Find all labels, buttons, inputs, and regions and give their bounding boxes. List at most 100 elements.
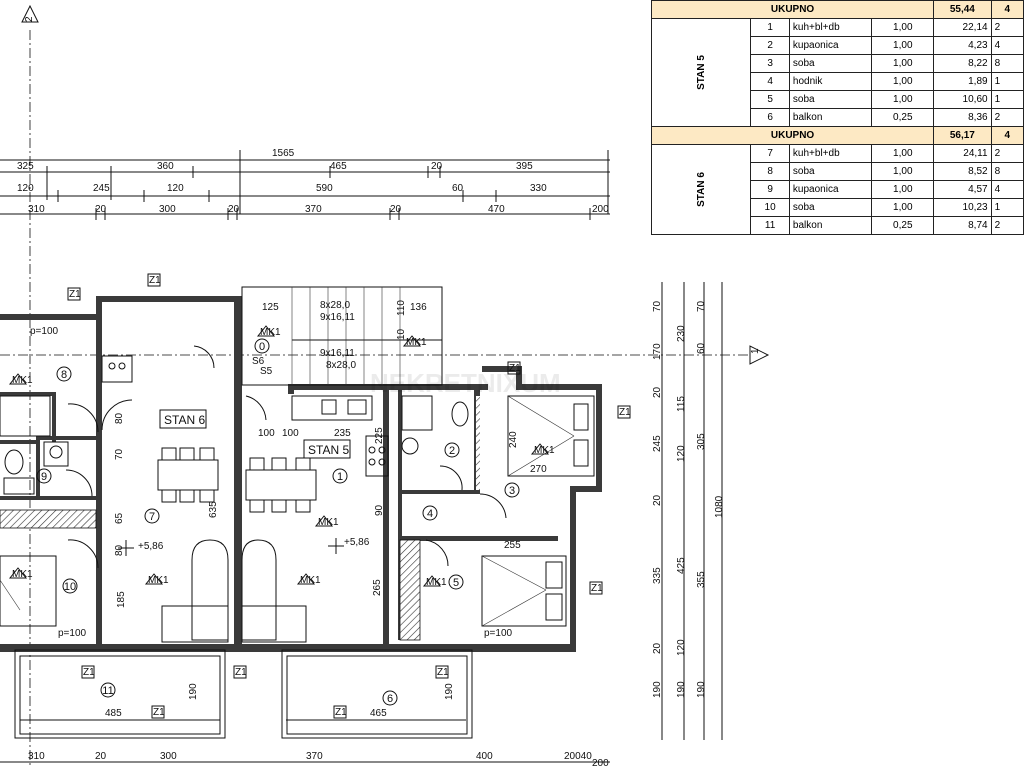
dim-485: 485 — [105, 708, 122, 719]
cell-no: 10 — [750, 198, 790, 217]
dim-465: 465 — [370, 708, 387, 719]
z1-tag-f: Z1 — [83, 667, 95, 678]
cell-area: 10,60 — [933, 90, 992, 109]
cell-extra: 2 — [990, 216, 1024, 235]
bottom-dimension-line: 310 20 300 370 400 20040 200 — [0, 751, 610, 768]
dim-r3-e: 370 — [305, 204, 322, 215]
svg-text:MK1: MK1 — [318, 517, 339, 528]
room-number-4: 4 — [427, 508, 433, 520]
stan6-total-extra: 4 — [990, 126, 1024, 145]
room-number-1: 1 — [337, 471, 343, 483]
dim-overall: 1565 — [272, 148, 295, 159]
table-row: 5 soba 1,00 10,60 1 — [652, 90, 1024, 109]
kitchen-stan6 — [101, 355, 133, 383]
stan6-unit-label: STAN 6 — [695, 172, 707, 207]
cell-extra: 2 — [990, 18, 1024, 37]
axis-2-label: 2 — [24, 16, 35, 22]
cell-extra: 4 — [990, 180, 1024, 199]
dim-ra-20a: 20 — [652, 386, 663, 398]
balcony-dims: 485 465 190 190 — [20, 683, 466, 721]
z1-tag-g: Z1 — [235, 667, 247, 678]
room-number-0: 0 — [259, 341, 265, 353]
dim-185: 185 — [116, 591, 127, 608]
cell-extra: 1 — [990, 90, 1024, 109]
stan5-total-row: UKUPNO 55,44 4 — [650, 0, 1024, 19]
room-numbers: 0 1 2 3 4 5 6 7 8 9 10 11 — [36, 338, 520, 706]
axis-1: 1 — [0, 345, 770, 365]
svg-text:MK1: MK1 — [148, 575, 169, 586]
cell-area: 8,36 — [933, 108, 992, 127]
stair-9x16-bot: 9x16,11 — [320, 348, 355, 359]
dim-235: 235 — [334, 428, 351, 439]
cell-coef: 0,25 — [871, 216, 935, 235]
table-row: 10 soba 1,00 10,23 1 — [652, 198, 1024, 217]
dim-ra-230: 230 — [676, 325, 687, 342]
mk1-b: MK1 — [402, 335, 427, 348]
cell-no: 7 — [750, 144, 790, 163]
mk1-g: MK1 — [8, 567, 33, 580]
level-stan6: +5,86 — [138, 541, 164, 552]
dim-bot-b: 20 — [95, 751, 107, 762]
sofa-stan5 — [241, 539, 307, 643]
z1-tag-c: Z1 — [509, 363, 521, 374]
dim-r3-c: 300 — [159, 204, 176, 215]
cell-coef: 1,00 — [871, 36, 935, 55]
dim-r3-b: 20 — [95, 204, 107, 215]
dim-270: 270 — [530, 464, 547, 475]
dim-rb-70: 70 — [696, 300, 707, 312]
svg-text:MK1: MK1 — [12, 375, 33, 386]
cell-no: 3 — [750, 54, 790, 73]
p100-c: p=100 — [484, 628, 513, 639]
table-row: 2 kupaonica 1,00 4,23 4 — [652, 36, 1024, 55]
cell-name: kuh+bl+db — [788, 144, 873, 163]
top-dimension-lines — [0, 150, 610, 220]
dim-bot-a: 310 — [28, 751, 45, 762]
cell-coef: 1,00 — [871, 54, 935, 73]
z1-tag-a: Z1 — [69, 289, 81, 300]
top-dimension-text: 1565 325 360 465 20 395 120 245 120 590 … — [17, 148, 609, 215]
cell-area: 4,57 — [933, 180, 992, 199]
stan6-label-box — [159, 409, 207, 429]
dining-stan5 — [245, 457, 317, 513]
right-dimension-lines: 70 230 170 20 245 20 335 20 190 70 60 11… — [652, 282, 725, 740]
p100-b: p=100 — [58, 628, 87, 639]
cell-extra: 1 — [990, 72, 1024, 91]
mk1-i: MK1 — [530, 443, 555, 456]
stair-136: 136 — [410, 302, 427, 313]
bathroom-stan5 — [401, 395, 469, 455]
wall-hatching — [0, 396, 480, 641]
table-row: 9 kupaonica 1,00 4,57 4 — [652, 180, 1024, 199]
z1-tag-h: Z1 — [437, 667, 449, 678]
dim-rb-425: 425 — [676, 557, 687, 574]
stan6-total-row: UKUPNO 56,17 4 — [650, 126, 1024, 145]
balcony-stan5 — [281, 649, 473, 739]
cell-no: 8 — [750, 162, 790, 181]
dim-bot-c: 300 — [160, 751, 177, 762]
bed-room5 — [481, 555, 567, 627]
room-number-9: 9 — [41, 471, 47, 483]
dim-rb-120: 120 — [676, 445, 687, 462]
dim-ra-245: 245 — [652, 435, 663, 452]
z1-tag-e: Z1 — [591, 583, 603, 594]
s5-label: S5 — [260, 366, 273, 377]
interior-dims: 270 240 255 235 225 100 100 635 265 185 … — [114, 412, 547, 608]
stair-10: 10 — [396, 328, 407, 340]
level-markers: +5,86 +5,86 — [118, 537, 370, 556]
dim-rb-120b: 120 — [676, 639, 687, 656]
bed-room10 — [0, 555, 57, 627]
svg-text:MK1: MK1 — [426, 577, 447, 588]
cell-area: 4,23 — [933, 36, 992, 55]
mk1-d: MK1 — [296, 573, 321, 586]
cell-no: 2 — [750, 36, 790, 55]
dim-rc-190: 190 — [696, 681, 707, 698]
cell-name: balkon — [788, 216, 873, 235]
dim-r3-f: 20 — [390, 204, 402, 215]
room-number-2: 2 — [449, 445, 455, 457]
mk1-f: MK1 — [8, 373, 33, 386]
bathroom-stan6 — [3, 441, 69, 495]
table-row: STAN 6 7 kuh+bl+db 1,00 24,11 2 — [650, 144, 1024, 235]
mk1-h: MK1 — [422, 575, 447, 588]
cell-extra: 8 — [990, 162, 1024, 181]
stan6-total-area: 56,17 — [933, 126, 992, 145]
